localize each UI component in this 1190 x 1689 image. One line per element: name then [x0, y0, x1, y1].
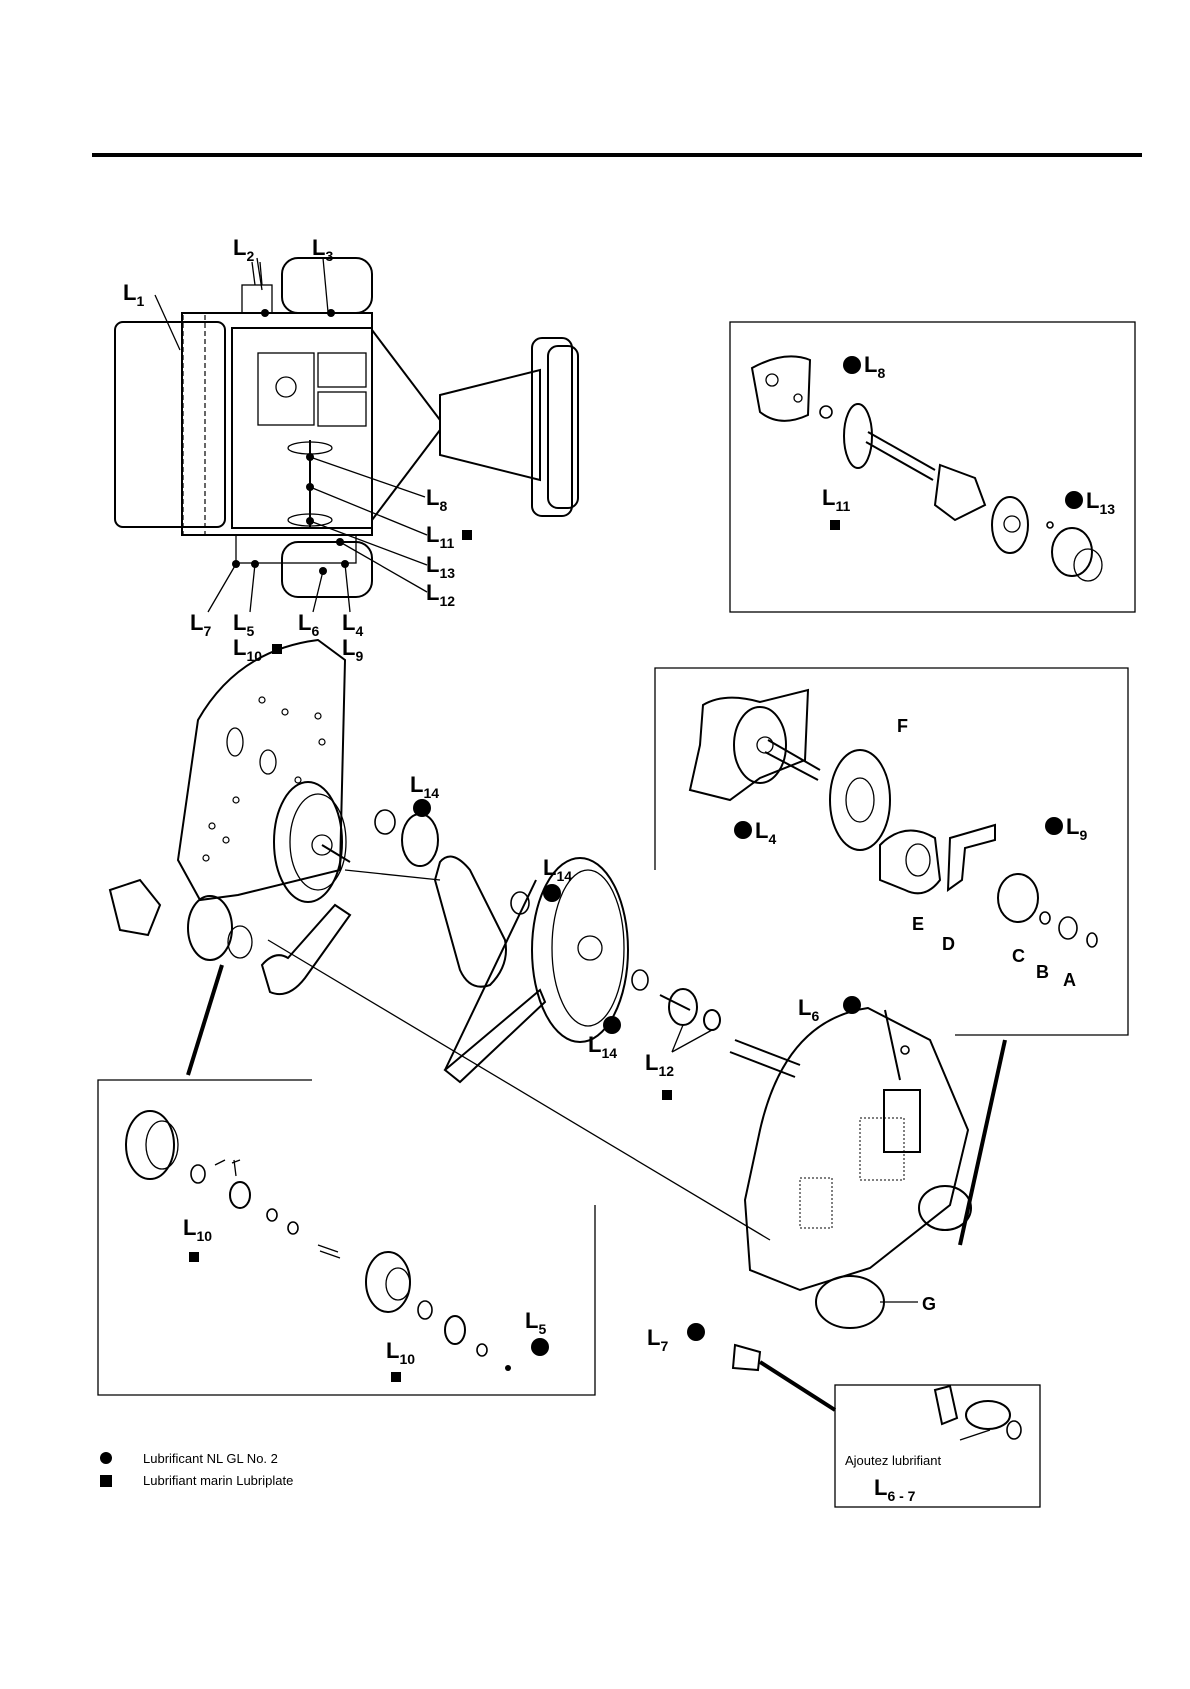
circle-marker-l6 [843, 996, 861, 1014]
letter-a: A [1063, 970, 1076, 990]
label-l11: L11 [822, 485, 850, 514]
legend-square-icon [100, 1475, 112, 1487]
letter-c: C [1012, 946, 1025, 966]
label-l3: L3 [312, 235, 333, 264]
label-l6: L6 [798, 995, 819, 1024]
legend-square-label: Lubrifiant marin Lubriplate [143, 1473, 293, 1488]
legend-circle-icon [100, 1452, 112, 1464]
machine-top-view [115, 258, 578, 612]
letter-g: G [922, 1294, 936, 1314]
circle-marker-l14-b [543, 884, 561, 902]
shaft-assembly-parts [752, 356, 1102, 581]
grease-fitting-part [935, 1386, 1021, 1440]
clutch-assembly-parts [126, 1111, 511, 1371]
main-exploded-assembly [110, 640, 971, 1370]
label-l12: L12 [645, 1050, 674, 1079]
label-l10-b: L10 [386, 1338, 415, 1367]
label-l6-top: L6 [298, 610, 319, 639]
square-marker-l11 [830, 520, 840, 530]
add-lubricant-note: Ajoutez lubrifiant [845, 1453, 941, 1468]
label-l13-top: L13 [426, 552, 455, 581]
label-l11-top: L11 [426, 522, 454, 551]
label-l2: L2 [233, 235, 254, 264]
letter-b: B [1036, 962, 1049, 982]
label-l4: L4 [755, 818, 776, 847]
circle-marker-l7 [687, 1323, 705, 1341]
circle-marker-l14-a [413, 799, 431, 817]
circle-marker-l5 [531, 1338, 549, 1356]
label-l5: L5 [525, 1308, 546, 1337]
inset-gear-assembly [655, 668, 1128, 1035]
letter-e: E [912, 914, 924, 934]
label-l7-top: L7 [190, 610, 211, 639]
circle-marker-l8 [843, 356, 861, 374]
leader-to-bottom-inset [760, 1362, 835, 1410]
label-l14-a: L14 [410, 772, 439, 801]
label-l12-top: L12 [426, 580, 455, 609]
leader-to-right-inset [960, 1040, 1005, 1245]
label-l8-top: L8 [426, 485, 447, 514]
leader-to-left-inset [188, 965, 222, 1075]
legend-circle-label: Lubrificant NL GL No. 2 [143, 1451, 278, 1466]
square-marker-l10-a [189, 1252, 199, 1262]
letter-d: D [942, 934, 955, 954]
square-marker-l10-b [391, 1372, 401, 1382]
label-l10-a: L10 [183, 1215, 212, 1244]
square-marker-l11-top [462, 530, 472, 540]
label-l1: L1 [123, 280, 144, 309]
gear-assembly-parts [690, 690, 1097, 947]
label-l14-c: L14 [588, 1032, 617, 1061]
circle-marker-l13 [1065, 491, 1083, 509]
square-marker-l12 [662, 1090, 672, 1100]
circle-marker-l9 [1045, 817, 1063, 835]
label-l13: L13 [1086, 488, 1115, 517]
label-l7: L7 [647, 1325, 668, 1354]
circle-marker-l14-c [603, 1016, 621, 1034]
letter-f: F [897, 716, 908, 736]
label-l14-b: L14 [543, 855, 572, 884]
label-l9: L9 [1066, 814, 1087, 843]
label-l8: L8 [864, 352, 885, 381]
label-l6-7: L6 - 7 [874, 1475, 916, 1504]
circle-marker-l4 [734, 821, 752, 839]
